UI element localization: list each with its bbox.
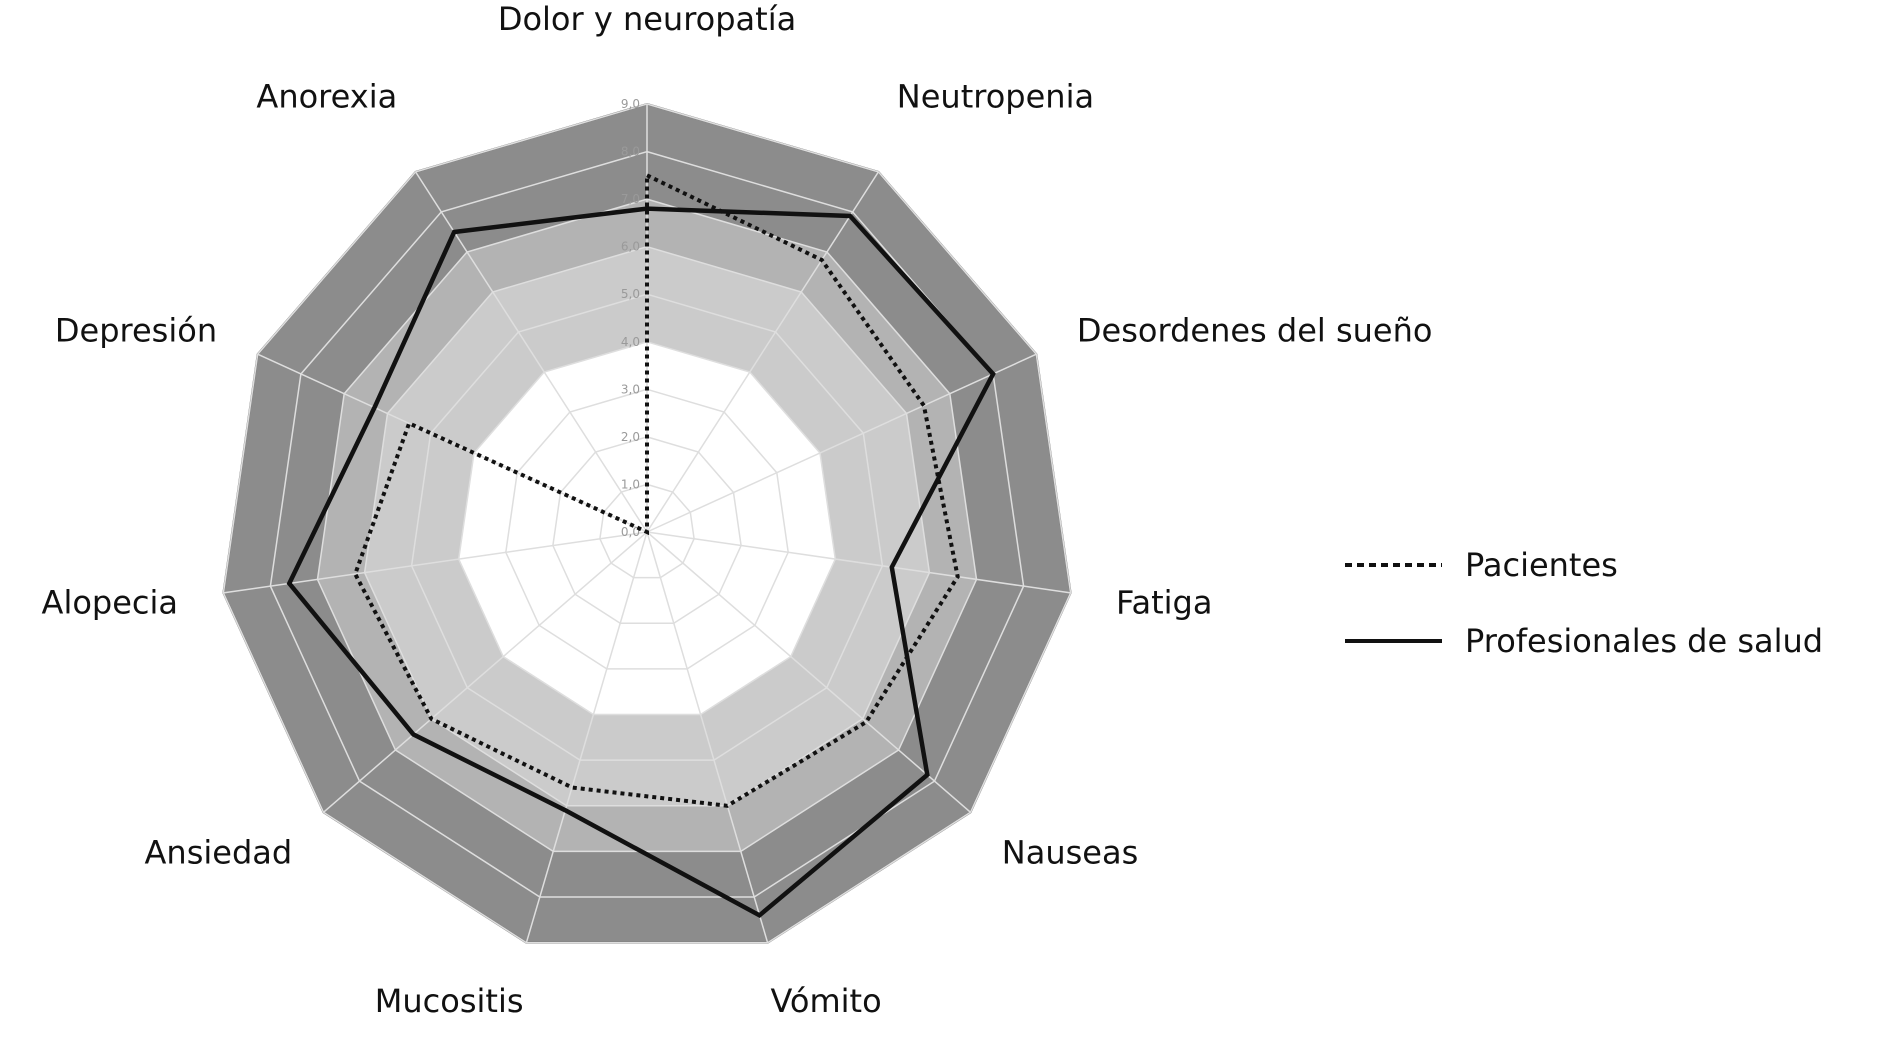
tick-label: 8,0 bbox=[621, 145, 640, 159]
tick-label: 3,0 bbox=[621, 382, 640, 396]
tick-label: 2,0 bbox=[621, 430, 640, 444]
tick-label: 1,0 bbox=[621, 477, 640, 491]
category-label: Desordenes del sueño bbox=[1077, 311, 1433, 349]
category-label: Ansiedad bbox=[145, 834, 293, 872]
category-label: Dolor y neuropatía bbox=[498, 0, 796, 38]
category-label: Nauseas bbox=[1002, 834, 1138, 872]
category-label: Vómito bbox=[771, 982, 882, 1020]
tick-label: 9,0 bbox=[621, 97, 640, 111]
tick-label: 4,0 bbox=[621, 335, 640, 349]
category-label: Alopecia bbox=[42, 583, 178, 621]
category-label: Neutropenia bbox=[897, 78, 1094, 116]
tick-label: 7,0 bbox=[621, 192, 640, 206]
category-label: Mucositis bbox=[375, 982, 524, 1020]
tick-label: 5,0 bbox=[621, 287, 640, 301]
tick-label: 6,0 bbox=[621, 240, 640, 254]
legend-label: Profesionales de salud bbox=[1465, 622, 1823, 660]
legend-label: Pacientes bbox=[1465, 546, 1618, 584]
category-label: Depresión bbox=[55, 311, 217, 349]
tick-label: 0,0 bbox=[621, 525, 640, 539]
category-label: Fatiga bbox=[1116, 583, 1212, 621]
category-label: Anorexia bbox=[256, 78, 397, 116]
